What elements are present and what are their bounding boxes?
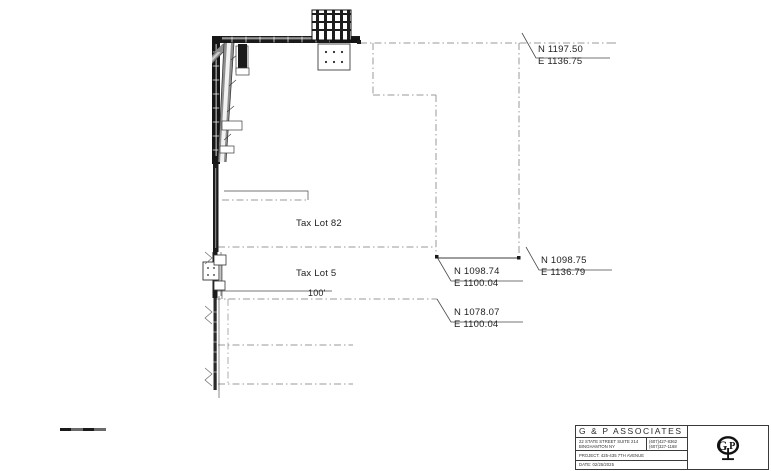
svg-text:P: P <box>729 440 735 451</box>
project-line: PROJECT: 425-435 7TH AVENUE <box>579 452 645 458</box>
gp-monogram-logo: G P <box>716 435 740 460</box>
callout-leaders <box>436 32 612 323</box>
opening-left-a <box>221 120 243 131</box>
address-line-1: 22 STATE STREET SUITE 214 <box>579 438 639 444</box>
callout-east-northing: N 1098.75 <box>541 255 587 266</box>
corner-markers <box>357 40 521 260</box>
wall-top <box>212 36 360 43</box>
wall-left-mid <box>213 164 219 252</box>
grid-panel <box>311 9 352 41</box>
project-row: PROJECT: 425-435 7TH AVENUE <box>576 451 687 461</box>
scale-bar-graphic <box>60 428 106 431</box>
address-phone-row: 22 STATE STREET SUITE 214 BINGHAMTON NY … <box>576 438 687 451</box>
opening-left-b <box>219 145 235 154</box>
detail-box-dots <box>317 43 351 71</box>
callout-mid-easting: E 1100.04 <box>454 278 499 289</box>
callout-ne-easting: E 1136.75 <box>538 56 583 67</box>
phone-1: (607)427-8362 <box>649 438 678 444</box>
leader-callout-east <box>525 246 612 271</box>
brace-main <box>217 42 239 163</box>
title-block-info: G & P ASSOCIATES 22 STATE STREET SUITE 2… <box>576 426 688 469</box>
firm-name: G & P ASSOCIATES <box>576 426 687 438</box>
mask-top <box>0 0 771 36</box>
label-tax-lot-82: Tax Lot 82 <box>296 218 342 229</box>
firm-address: 22 STATE STREET SUITE 214 BINGHAMTON NY <box>576 438 647 450</box>
stair-symbols <box>204 251 213 387</box>
callout-south-northing: N 1078.07 <box>454 307 500 318</box>
address-line-2: BINGHAMTON NY <box>579 444 615 449</box>
boundary-solid <box>437 42 618 259</box>
leader-callout-mid <box>436 256 523 282</box>
property-lines <box>214 42 612 385</box>
mask-left <box>0 0 212 471</box>
leader-callout-south <box>436 298 523 323</box>
label-tax-lot-5: Tax Lot 5 <box>296 268 337 279</box>
logo-cell: G P <box>688 426 768 469</box>
callout-ne-northing: N 1197.50 <box>538 44 583 55</box>
callout-east-easting: E 1136.79 <box>541 267 586 278</box>
column-detail <box>235 44 250 76</box>
leader-callout-ne <box>521 32 610 59</box>
firm-phones: (607)427-8362 (607)327-1168 <box>647 438 687 450</box>
date-row: DATE: 02/25/2025 <box>576 461 687 469</box>
phone-2: (607)327-1168 <box>649 444 677 449</box>
label-dimension-100ft: 100' <box>308 288 326 298</box>
building-walls <box>210 36 360 398</box>
title-block: G & P ASSOCIATES 22 STATE STREET SUITE 2… <box>575 425 769 470</box>
svg-text:G: G <box>718 439 728 453</box>
callout-mid-northing: N 1098.74 <box>454 266 500 277</box>
callout-south-easting: E 1100.04 <box>454 319 499 330</box>
date-line: DATE: 02/25/2025 <box>579 462 614 468</box>
offset-lines <box>214 190 332 299</box>
wall-left-lower-b <box>213 298 217 390</box>
detail-box-left <box>202 254 227 291</box>
